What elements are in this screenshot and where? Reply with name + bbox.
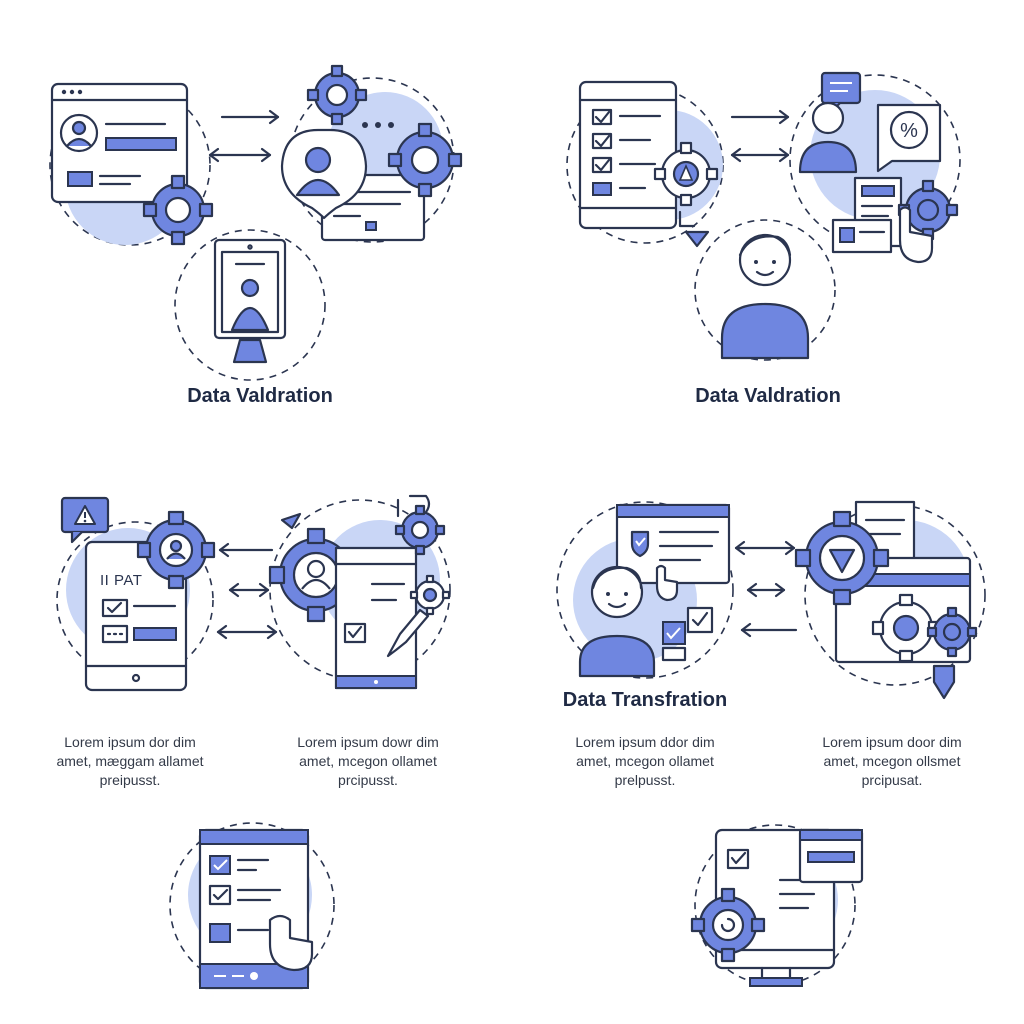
kiosk-monitor-icon xyxy=(213,238,287,364)
shield-window-icon xyxy=(615,503,731,585)
pointing-hand-icon xyxy=(655,564,679,602)
gear-icon xyxy=(387,122,463,198)
user-avatar-icon xyxy=(720,233,810,360)
check-boxes-icon xyxy=(661,606,714,662)
down-arrow-icon xyxy=(932,664,956,700)
pencil-icon xyxy=(386,608,430,658)
gear-icon xyxy=(306,64,368,126)
svg-text:%: % xyxy=(900,120,918,142)
pointing-hand-icon xyxy=(268,914,314,972)
shield-gear-icon xyxy=(794,510,890,606)
gear-icon xyxy=(409,574,451,616)
checklist-document-icon xyxy=(334,546,418,690)
caption-1-line-3: preipusst. xyxy=(99,772,161,788)
gear-icon xyxy=(394,504,446,556)
caption-3-line-2: amet, mcegon ollamet xyxy=(576,753,714,769)
exchange-arrows-icon xyxy=(730,109,790,163)
percent-chat-icon: % xyxy=(876,103,942,173)
down-arrow-icon xyxy=(684,230,710,248)
caption-3: Lorem ipsum ddor dim amet, mcegon ollame… xyxy=(545,733,745,790)
gear-icon xyxy=(142,174,214,246)
checklist-tablet-icon xyxy=(578,80,678,230)
user-gear-icon xyxy=(136,510,216,590)
bottom-right-illustration xyxy=(690,824,864,987)
caption-2-line-3: prcipusst. xyxy=(338,772,398,788)
caption-4: Lorem ipsum door dim amet, mcegon ollsme… xyxy=(792,733,992,790)
caption-2: Lorem ipsum dowr dim amet, mcegon ollame… xyxy=(268,733,468,790)
gear-icon xyxy=(926,606,978,658)
top-left-illustration xyxy=(49,64,463,381)
tablet-label: II PAT xyxy=(100,572,143,589)
triangle-marker-icon xyxy=(280,512,302,530)
user-avatar-icon xyxy=(578,565,656,678)
exchange-arrows-icon xyxy=(216,542,278,640)
caption-2-line-2: amet, mcegon ollamet xyxy=(299,753,437,769)
support-agent-icon xyxy=(798,71,862,174)
caption-4-line-1: Lorem ipsum door dim xyxy=(822,734,962,750)
caption-4-line-2: amet, mcegon ollsmet xyxy=(823,753,961,769)
title-top-right: Data Valdration xyxy=(695,385,841,407)
title-mid-right: Data Transfration xyxy=(562,689,728,711)
user-badge-icon xyxy=(280,128,368,220)
caption-1: Lorem ipsum dor dim amet, mæggam allamet… xyxy=(30,733,230,790)
caption-2-line-1: Lorem ipsum dowr dim xyxy=(297,734,439,750)
top-right-illustration: % xyxy=(566,71,961,361)
pointing-hand-icon xyxy=(898,206,934,264)
title-top-left: Data Valdration xyxy=(187,385,333,407)
warning-chat-icon xyxy=(60,496,110,544)
caption-1-line-1: Lorem ipsum dor dim xyxy=(64,734,196,750)
bottom-left-illustration xyxy=(169,822,335,990)
caption-4-line-3: prcipusat. xyxy=(861,772,923,788)
gear-icon xyxy=(653,141,719,207)
caption-3-line-3: prelpusst. xyxy=(614,772,676,788)
caption-1-line-2: amet, mæggam allamet xyxy=(56,753,204,769)
mid-left-illustration xyxy=(56,494,451,692)
form-tablet-icon xyxy=(84,540,188,692)
exchange-arrows-icon xyxy=(734,540,798,638)
gear-icon xyxy=(690,887,766,963)
exchange-arrows-icon xyxy=(208,109,280,163)
caption-3-line-1: Lorem ipsum ddor dim xyxy=(575,734,715,750)
window-card-icon xyxy=(798,828,864,884)
mid-right-illustration xyxy=(556,500,986,700)
profile-window-icon xyxy=(50,82,189,204)
